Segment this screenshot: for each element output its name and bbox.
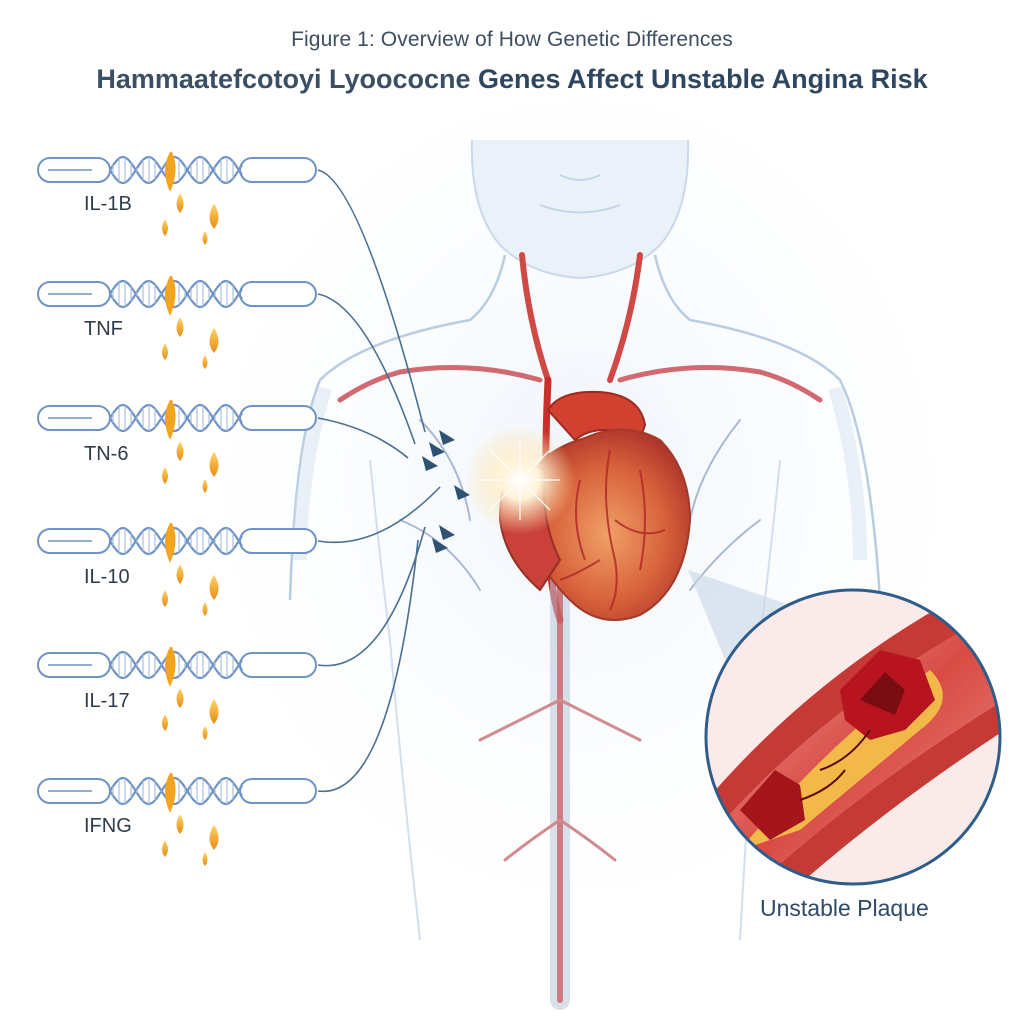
cytokine-droplet <box>176 441 184 461</box>
cytokine-droplet <box>162 840 168 857</box>
chromosome-end-right <box>239 528 317 554</box>
arrowhead-icon <box>439 525 455 540</box>
cytokine-droplet <box>202 231 208 245</box>
cytokine-droplet <box>162 590 168 607</box>
cytokine-droplet <box>162 219 168 236</box>
gene-label: IL-10 <box>84 566 130 588</box>
snp-marker <box>165 647 176 687</box>
gene-label: IL-17 <box>84 690 130 712</box>
dna-helix <box>109 279 243 309</box>
chromosome-end-right <box>239 652 317 678</box>
cytokine-droplet <box>176 688 184 708</box>
subtitle-text: Genes Affect Unstable Angina Risk <box>470 64 928 94</box>
arrow-to-heart <box>317 293 416 445</box>
cytokine-droplet <box>202 726 208 740</box>
gene-row <box>37 485 470 616</box>
cytokine-droplet <box>202 355 208 369</box>
arrow-to-heart <box>317 169 426 433</box>
inset-connector <box>688 570 790 660</box>
heart <box>465 390 692 621</box>
arrowhead-icon <box>454 485 470 500</box>
cytokine-droplet <box>209 327 219 353</box>
cytokine-droplet <box>202 602 208 616</box>
inset-label: Unstable Plaque <box>760 895 929 921</box>
figure-title: Figure 1: Overview of How Genetic Differ… <box>291 28 733 51</box>
gene-label: TNF <box>84 318 123 340</box>
cytokine-droplet <box>162 714 168 731</box>
cytokine-droplet <box>209 824 219 850</box>
cytokine-droplet <box>209 451 219 477</box>
gene-label: TN-6 <box>84 443 129 465</box>
snp-marker <box>165 276 176 316</box>
gene-row <box>37 152 455 445</box>
cytokine-droplet <box>176 193 184 213</box>
cytokine-droplet <box>209 203 219 229</box>
chromosome-end-right <box>239 281 317 307</box>
gene-row <box>37 400 438 493</box>
arrowhead-icon <box>422 456 438 471</box>
chromosome-end-right <box>239 157 317 183</box>
gene-row <box>37 538 448 866</box>
dna-helix <box>109 403 243 433</box>
arrowhead-icon <box>429 442 445 457</box>
snp-marker <box>165 523 176 563</box>
gene-row <box>37 525 455 740</box>
arrow-to-heart <box>317 539 419 793</box>
dna-helix <box>109 650 243 680</box>
snp-marker <box>165 152 176 192</box>
gene-group <box>37 152 470 866</box>
dna-helix <box>109 155 243 185</box>
dna-helix <box>109 526 243 556</box>
gene-label: IL-1B <box>84 193 132 215</box>
chromosome-end-right <box>239 778 317 804</box>
cytokine-droplet <box>162 467 168 484</box>
arrow-to-heart <box>317 486 441 544</box>
cytokine-droplet <box>176 814 184 834</box>
dna-helix <box>109 776 243 806</box>
snp-marker <box>165 400 176 440</box>
cytokine-droplet <box>202 479 208 493</box>
gene-row <box>37 276 445 457</box>
arrowhead-icon <box>432 538 448 553</box>
arrow-to-heart <box>317 526 426 667</box>
arrow-to-heart <box>317 417 409 459</box>
cytokine-droplet <box>176 317 184 337</box>
cytokine-droplet <box>209 574 219 600</box>
cytokine-droplet <box>202 852 208 866</box>
gene-label: IFNG <box>84 815 132 837</box>
cytokine-droplet <box>162 343 168 360</box>
cytokine-droplet <box>176 564 184 584</box>
arrowhead-icon <box>439 430 455 445</box>
subtitle-garbled-text: Hammaatefcotoyi Lyoococne <box>96 64 471 94</box>
snp-marker <box>165 773 176 813</box>
cytokine-droplet <box>209 698 219 724</box>
chromosome-end-right <box>239 405 317 431</box>
figure-subtitle: Hammaatefcotoyi Lyoococne Genes Affect U… <box>0 64 1024 95</box>
